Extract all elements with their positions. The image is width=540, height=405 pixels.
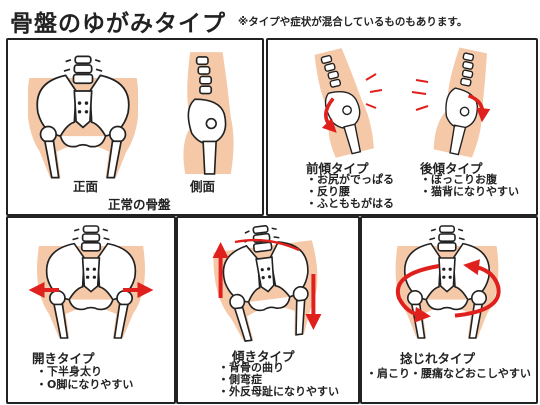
twist-symptom-1: ・肩こり・腰痛などおこしやすい	[366, 367, 531, 380]
twist-left-arrow	[395, 264, 440, 323]
forward-symptom-2: ・反り腰	[306, 185, 350, 198]
backward-rotation-arrow	[467, 94, 491, 123]
twist-illustration	[394, 225, 501, 339]
tilt-symptom-3: ・外反母趾になりやすい	[218, 385, 339, 398]
normal-front-label: 正面	[73, 179, 99, 194]
page-title: 骨盤のゆがみタイプ	[10, 11, 226, 37]
tilt-type-name: 傾きタイプ	[232, 349, 295, 364]
forward-type-name: 前傾タイプ	[306, 161, 369, 176]
normal-front-illustration	[28, 55, 138, 179]
panel-normal: 正面 側面 正常の骨盤	[6, 38, 264, 216]
backward-type-name: 後傾タイプ	[420, 161, 483, 176]
normal-caption: 正常の骨盤	[108, 197, 171, 212]
mixed-type-note: ※タイプや症状が混合しているものもあります。	[238, 16, 468, 28]
normal-side-label: 側面	[190, 179, 216, 194]
forward-symptom-3: ・ふとももがはる	[306, 197, 394, 210]
backward-symptom-2: ・猫背になりやすい	[420, 185, 519, 198]
panel-forward-backward: 前傾タイプ ・お尻がでっぱる ・反り腰 ・ふとももがはる 後傾タイプ ・ぽっこり…	[266, 38, 538, 216]
twist-type-name: 捻じれタイプ	[400, 351, 476, 366]
panel-tilt: 傾きタイプ ・背骨の曲り ・側弯症 ・外反母趾になりやすい	[176, 216, 360, 404]
backward-illustration	[431, 46, 497, 158]
panel-open: 開きタイプ ・下半身太り ・O脚になりやすい	[6, 216, 176, 404]
normal-side-illustration	[182, 51, 235, 175]
open-illustration	[28, 225, 154, 339]
panel-twist: 捻じれタイプ ・肩こり・腰痛などおこしやすい	[360, 216, 538, 404]
tilt-illustration	[208, 222, 326, 342]
twist-right-arrow	[454, 259, 501, 318]
forward-illustration	[308, 46, 377, 158]
tilt-symptom-1: ・背骨の曲り	[218, 361, 284, 374]
forward-rotation-arrow	[321, 97, 337, 133]
tilt-symptom-2: ・側弯症	[218, 373, 262, 386]
open-symptom-2: ・O脚になりやすい	[36, 378, 134, 391]
backward-symptom-1: ・ぽっこりお腹	[420, 173, 497, 186]
backward-motion-lines	[411, 79, 429, 111]
forward-motion-lines	[365, 73, 383, 109]
open-symptom-1: ・下半身太り	[36, 365, 102, 378]
forward-symptom-1: ・お尻がでっぱる	[306, 173, 394, 186]
open-type-name: 開きタイプ	[32, 351, 95, 366]
